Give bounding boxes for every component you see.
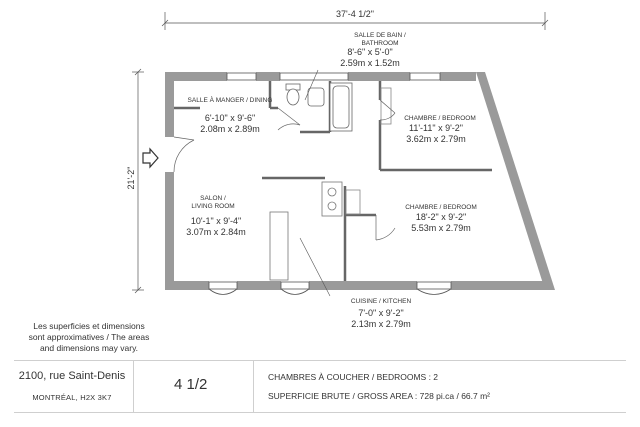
disclaimer-line-1: Les superficies et dimensions (33, 321, 145, 331)
windows (208, 72, 452, 295)
living-imperial: 10'-1" x 9'-4" (191, 216, 241, 226)
room-bathroom: SALLE DE BAIN / BATHROOM 8'-6" x 5'-0" 2… (340, 32, 406, 68)
dining-imperial: 6'-10" x 9'-6" (205, 113, 255, 123)
footer-divider-1 (133, 360, 134, 412)
room-dining: SALLE À MANGER / DINING 6'-10" x 9'-6" 2… (188, 95, 273, 134)
kitchen-name: CUISINE / KITCHEN (351, 298, 412, 305)
interior-walls (174, 81, 492, 281)
living-name-line1: SALON / (200, 195, 226, 202)
bathroom-name-line1: SALLE DE BAIN / (354, 32, 406, 39)
unit-type: 4 1/2 (174, 376, 208, 393)
bedroom1-name: CHAMBRE / BEDROOM (404, 115, 476, 122)
footer-bottom-divider (14, 412, 626, 413)
bathtub (329, 82, 353, 132)
dining-metric: 2.08m x 2.89m (200, 124, 260, 134)
kitchen-leader-line (299, 237, 331, 297)
kitchen-metric: 2.13m x 2.79m (351, 319, 411, 329)
doors (173, 99, 396, 241)
entrance-arrow-icon (142, 147, 159, 169)
room-kitchen: CUISINE / KITCHEN 7'-0" x 9'-2" 2.13m x … (351, 298, 412, 329)
floor-plan: 37'-4 1/2" 21'-2" (126, 9, 555, 329)
height-dimension (132, 68, 144, 294)
bedroom2-name: CHAMBRE / BEDROOM (405, 204, 477, 211)
city: MONTRÉAL, H2X 3K7 (32, 393, 112, 402)
bedroom2-metric: 5.53m x 2.79m (411, 223, 471, 233)
room-bedroom-1: CHAMBRE / BEDROOM 11'-11" x 9'-2" 3.62m … (404, 115, 476, 144)
bedroom1-metric: 3.62m x 2.79m (406, 134, 466, 144)
overall-width-label: 37'-4 1/2" (336, 9, 374, 19)
toilet (285, 83, 301, 106)
room-living: SALON / LIVING ROOM 10'-1" x 9'-4" 3.07m… (186, 195, 246, 237)
disclaimer-line-2: sont approximatives / The areas (28, 332, 150, 342)
bathroom-metric: 2.59m x 1.52m (340, 58, 400, 68)
bedroom2-imperial: 18'-2" x 9'-2" (416, 212, 466, 222)
closets (345, 87, 392, 215)
sink (307, 87, 325, 107)
bathroom-name-line2: BATHROOM (361, 40, 398, 47)
kitchen-counter (269, 181, 343, 281)
bedroom1-imperial: 11'-11" x 9'-2" (409, 123, 463, 133)
bedrooms-count: CHAMBRES À COUCHER / BEDROOMS : 2 (268, 372, 439, 382)
living-name-line2: LIVING ROOM (191, 203, 234, 210)
living-metric: 3.07m x 2.84m (186, 227, 246, 237)
dining-name: SALLE À MANGER / DINING (188, 95, 273, 104)
gross-area: SUPERFICIE BRUTE / GROSS AREA : 728 pi.c… (268, 391, 491, 401)
disclaimer-note: Les superficies et dimensions sont appro… (14, 321, 164, 354)
footer-divider-2 (253, 360, 254, 412)
disclaimer-line-3: and dimensions may vary. (39, 343, 139, 353)
kitchen-imperial: 7'-0" x 9'-2" (358, 308, 403, 318)
bathroom-leader-line (304, 69, 319, 101)
width-dimension (161, 12, 549, 30)
exterior-walls (165, 72, 555, 290)
overall-height-label: 21'-2" (126, 167, 136, 190)
address: 2100, rue Saint-Denis (18, 370, 126, 382)
bathroom-imperial: 8'-6" x 5'-0" (347, 47, 392, 57)
room-bedroom-2: CHAMBRE / BEDROOM 18'-2" x 9'-2" 5.53m x… (405, 204, 477, 233)
footer-top-divider (14, 360, 626, 361)
